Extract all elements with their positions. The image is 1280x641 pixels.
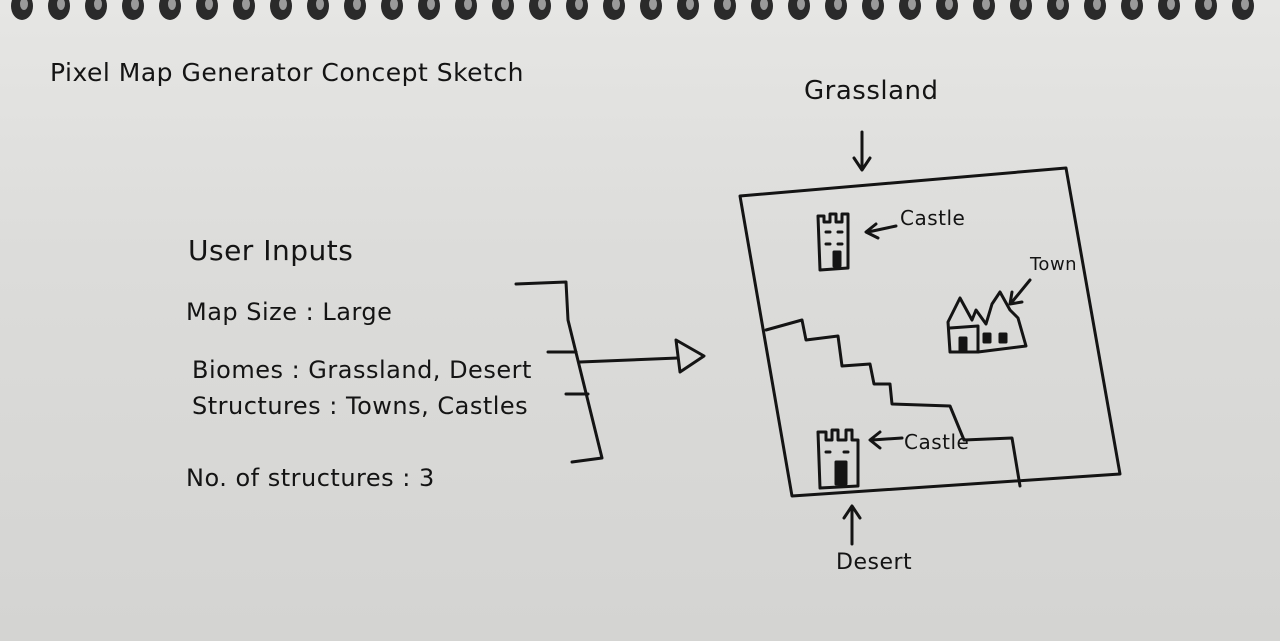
flow-arrow [578, 356, 680, 364]
spiral-ring-highlight [464, 0, 472, 10]
spiral-ring-highlight [1019, 0, 1027, 10]
spiral-ring-highlight [649, 0, 657, 10]
spiral-ring-highlight [279, 0, 287, 10]
spiral-ring-highlight [1093, 0, 1101, 10]
spiral-ring-highlight [575, 0, 583, 10]
town-label: Town [1030, 254, 1078, 275]
spiral-ring-highlight [168, 0, 176, 10]
spiral-ring-highlight [1167, 0, 1175, 10]
spiral-ring-highlight [538, 0, 546, 10]
spiral-ring-highlight [612, 0, 620, 10]
spiral-ring-highlight [390, 0, 398, 10]
spiral-ring-highlight [94, 0, 102, 10]
user-inputs-heading: User Inputs [188, 234, 354, 267]
spiral-ring-highlight [908, 0, 916, 10]
spiral-ring-highlight [945, 0, 953, 10]
desert-label: Desert [836, 550, 913, 575]
spiral-ring-highlight [427, 0, 435, 10]
spiral-ring-highlight [501, 0, 509, 10]
spiral-ring-highlight [834, 0, 842, 10]
castle-icon [816, 212, 850, 272]
input-map-size: Map Size : Large [186, 298, 393, 326]
town-icon [946, 290, 1028, 354]
spiral-ring-highlight [242, 0, 250, 10]
biome-boundary [764, 318, 1022, 488]
spiral-ring-highlight [1204, 0, 1212, 10]
spiral-ring-highlight [760, 0, 768, 10]
town-arrow [1008, 278, 1032, 306]
grassland-arrow [852, 130, 872, 172]
spiral-ring-highlight [1056, 0, 1064, 10]
spiral-ring-highlight [316, 0, 324, 10]
spiral-ring-highlight [1130, 0, 1138, 10]
spiral-ring-highlight [797, 0, 805, 10]
spiral-ring-highlight [982, 0, 990, 10]
spiral-binding [11, 0, 1254, 20]
spiral-ring-highlight [353, 0, 361, 10]
map-frame [738, 166, 1122, 498]
castle-icon [816, 428, 860, 490]
input-structure-count: No. of structures : 3 [186, 464, 435, 492]
input-structures: Structures : Towns, Castles [192, 392, 529, 420]
flow-arrow-head [674, 338, 706, 374]
spiral-ring-highlight [205, 0, 213, 10]
castle-arrow-1 [864, 222, 898, 240]
grassland-label: Grassland [804, 76, 939, 106]
spiral-ring-highlight [871, 0, 879, 10]
spiral-ring-highlight [686, 0, 694, 10]
input-bracket [514, 280, 604, 464]
sketch-title: Pixel Map Generator Concept Sketch [50, 58, 524, 87]
spiral-ring-highlight [1241, 0, 1249, 10]
input-biomes: Biomes : Grassland, Desert [192, 356, 532, 384]
spiral-ring-highlight [723, 0, 731, 10]
castle-label-2: Castle [904, 430, 970, 454]
castle-label-1: Castle [900, 206, 966, 230]
spiral-ring-highlight [131, 0, 139, 10]
castle-arrow-2 [868, 430, 904, 450]
spiral-ring-highlight [20, 0, 28, 10]
desert-arrow [842, 504, 862, 546]
spiral-ring-highlight [57, 0, 65, 10]
